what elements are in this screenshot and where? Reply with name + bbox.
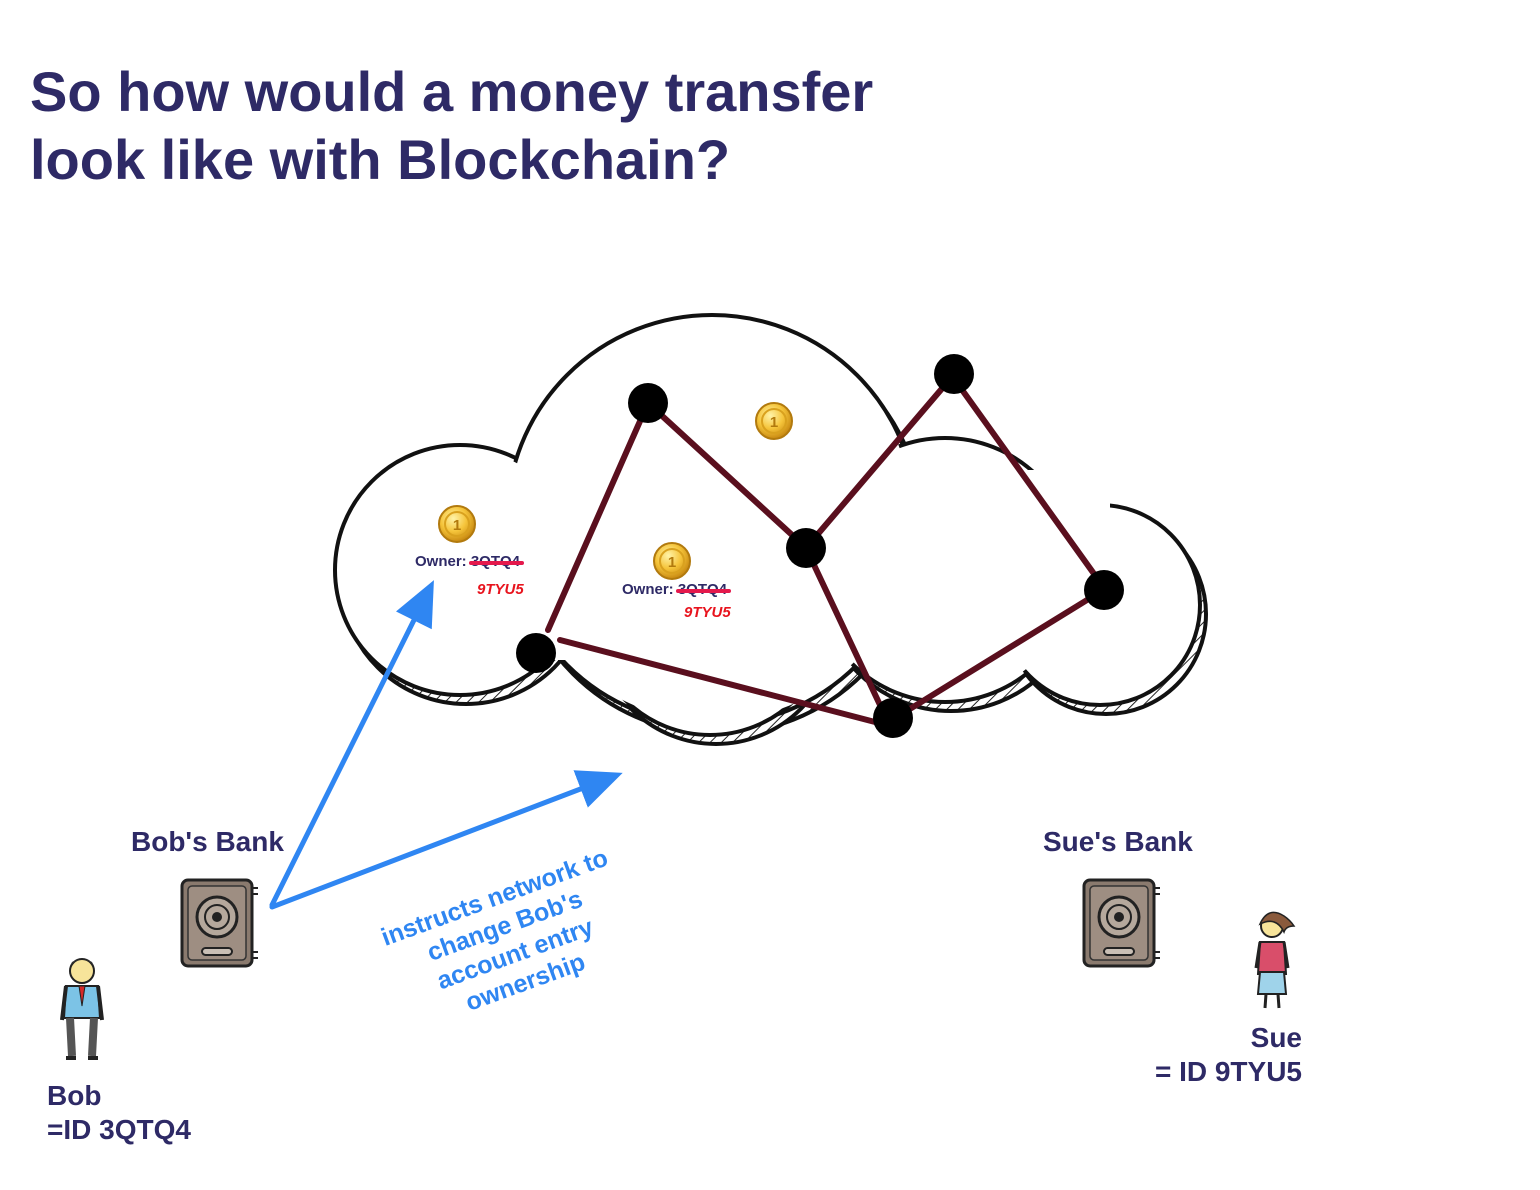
owner-label: Owner: — [415, 553, 471, 570]
sue-id: = ID 9TYU5 — [1154, 1056, 1302, 1087]
edge — [557, 637, 878, 725]
page-title: So how would a money transfer look like … — [30, 58, 873, 194]
coin-icon: 1 — [755, 402, 793, 440]
title-line-2: look like with Blockchain? — [30, 128, 731, 191]
instruction-arrows — [269, 580, 623, 910]
node-icon — [873, 698, 913, 738]
node-icon — [934, 354, 974, 394]
network-edges — [545, 377, 1105, 725]
safe-icon — [180, 878, 258, 968]
owner-label: Owner: — [622, 581, 678, 598]
svg-text:1: 1 — [453, 517, 461, 534]
safe-icon — [1082, 878, 1160, 968]
bobs-bank-label: Bob's Bank — [131, 826, 284, 857]
ledger-entry-1-new-owner-id: 9TYU5 — [477, 581, 524, 598]
sue-label: Sue = ID 9TYU5 — [1100, 1021, 1302, 1089]
woman-icon — [1254, 911, 1296, 1009]
node-icon — [786, 528, 826, 568]
bob-label: Bob =ID 3QTQ4 — [47, 1079, 191, 1147]
bob-name: Bob — [47, 1080, 102, 1111]
man-icon — [60, 958, 104, 1060]
old-owner-id: 3QTQ4 — [675, 581, 732, 598]
svg-text:1: 1 — [770, 414, 778, 431]
node-icon — [516, 633, 556, 673]
edge — [803, 545, 883, 708]
coin-icon: 1 — [438, 505, 476, 543]
sue-name: Sue — [1250, 1022, 1302, 1053]
arrow-to-network — [269, 770, 623, 910]
edge — [952, 377, 1105, 588]
ledger-entry-2-owner: Owner: 3QTQ4 — [622, 581, 732, 598]
network-nodes — [516, 354, 1124, 738]
sues-bank-label: Sue's Bank — [1043, 826, 1193, 857]
node-icon — [628, 383, 668, 423]
node-icon — [1084, 570, 1124, 610]
ledger-entry-1-owner: Owner: 3QTQ4 — [415, 553, 525, 570]
edge — [902, 589, 1103, 715]
edge — [803, 382, 948, 551]
edge — [545, 400, 651, 633]
coin-icon: 1 — [653, 542, 691, 580]
old-owner-id: 3QTQ4 — [468, 553, 525, 570]
title-line-1: So how would a money transfer — [30, 60, 874, 123]
ledger-entry-2-new-owner-id: 9TYU5 — [684, 604, 731, 621]
bob-id: =ID 3QTQ4 — [47, 1114, 191, 1145]
edge — [645, 400, 806, 548]
arrow-to-ledger — [269, 580, 434, 908]
svg-text:1: 1 — [668, 554, 676, 571]
